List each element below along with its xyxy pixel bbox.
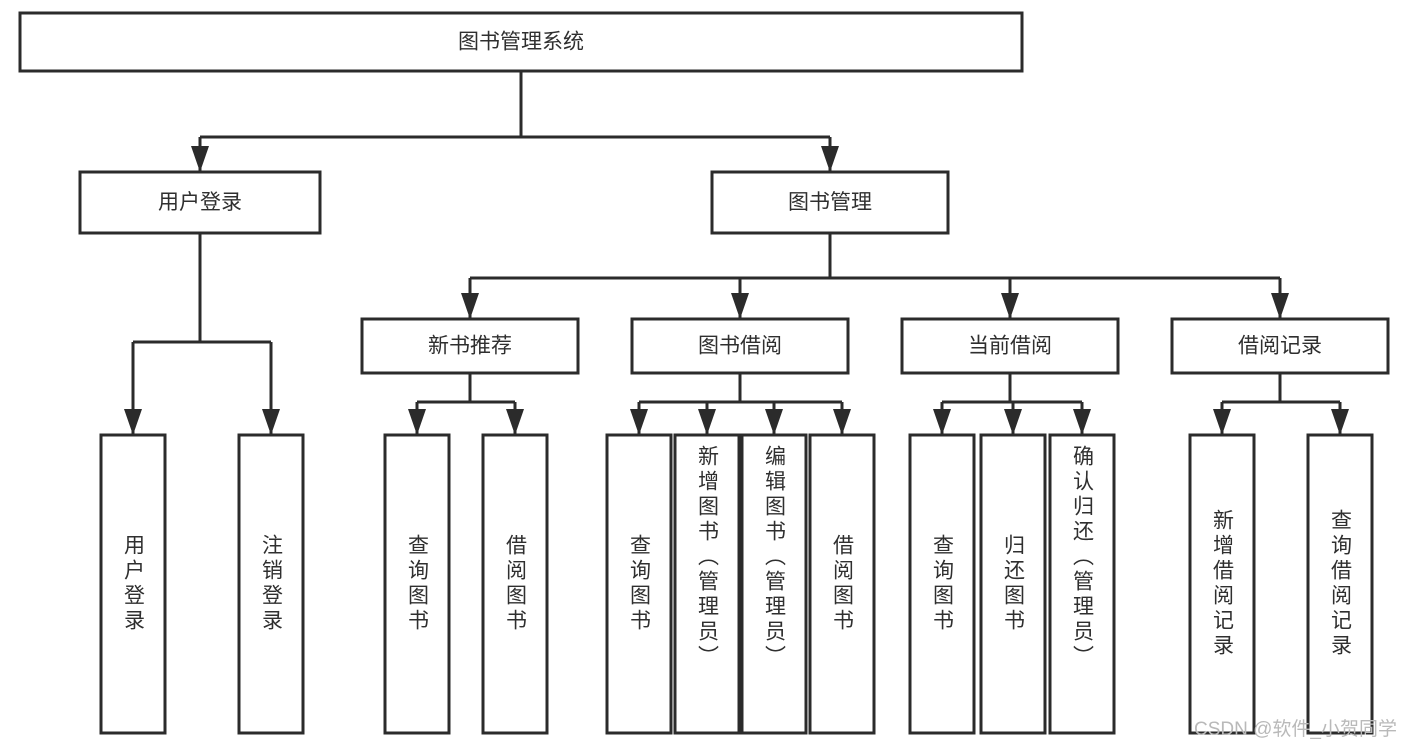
node-box-leaf-borrow-book-2[interactable] <box>808 433 876 735</box>
arrowhead-user-login <box>191 146 209 172</box>
arrowhead-leaf-add-book <box>698 409 716 435</box>
arrowhead-leaf-user-login <box>124 409 142 435</box>
node-label-current-borrow: 当前借阅 <box>968 335 1052 358</box>
node-label-borrow-record: 借阅记录 <box>1238 335 1322 358</box>
arrowhead-current-borrow <box>1001 293 1019 319</box>
node-label-user-login: 用户登录 <box>158 191 242 214</box>
arrowhead-leaf-return-book <box>1004 409 1022 435</box>
node-box-root[interactable] <box>18 11 1024 73</box>
arrowhead-leaf-borrow-book-1 <box>506 409 524 435</box>
watermark-text: CSDN @软件_小贺同学 <box>1194 719 1397 740</box>
node-box-book-borrow[interactable] <box>630 317 850 375</box>
arrowhead-book-borrow <box>731 293 749 319</box>
node-box-leaf-return-book[interactable] <box>979 433 1047 735</box>
arrowhead-leaf-add-record <box>1213 409 1231 435</box>
node-box-leaf-borrow-book-1[interactable] <box>481 433 549 735</box>
node-box-leaf-query-book-1[interactable] <box>383 433 451 735</box>
arrowhead-leaf-confirm-return <box>1073 409 1091 435</box>
node-box-layer <box>18 11 1390 735</box>
node-box-user-login[interactable] <box>78 170 322 235</box>
arrowhead-leaf-logout <box>262 409 280 435</box>
node-box-leaf-user-login[interactable] <box>99 433 167 735</box>
arrowhead-new-book-recommend <box>461 293 479 319</box>
arrowhead-leaf-edit-book <box>765 409 783 435</box>
arrowhead-leaf-query-book-3 <box>933 409 951 435</box>
arrowhead-leaf-query-book-2 <box>630 409 648 435</box>
node-box-book-manage[interactable] <box>710 170 950 235</box>
arrowhead-leaf-query-record <box>1331 409 1349 435</box>
node-box-leaf-add-book[interactable] <box>673 433 741 735</box>
node-label-book-manage: 图书管理 <box>788 191 872 214</box>
node-box-leaf-logout[interactable] <box>237 433 305 735</box>
node-box-leaf-confirm-return[interactable] <box>1048 433 1116 735</box>
node-box-borrow-record[interactable] <box>1170 317 1390 375</box>
node-box-leaf-add-record[interactable] <box>1188 433 1256 735</box>
node-box-leaf-edit-book[interactable] <box>740 433 808 735</box>
node-label-root: 图书管理系统 <box>458 31 584 54</box>
node-label-book-borrow: 图书借阅 <box>698 335 782 358</box>
node-label-new-book-recommend: 新书推荐 <box>428 335 512 358</box>
node-box-current-borrow[interactable] <box>900 317 1120 375</box>
node-box-leaf-query-book-2[interactable] <box>605 433 673 735</box>
arrowhead-leaf-query-book-1 <box>408 409 426 435</box>
node-box-new-book-recommend[interactable] <box>360 317 580 375</box>
arrowhead-leaf-borrow-book-2 <box>833 409 851 435</box>
arrowhead-borrow-record <box>1271 293 1289 319</box>
node-box-leaf-query-record[interactable] <box>1306 433 1374 735</box>
node-box-leaf-query-book-3[interactable] <box>908 433 976 735</box>
connector-layer <box>124 71 1349 435</box>
arrowhead-book-manage <box>821 146 839 172</box>
